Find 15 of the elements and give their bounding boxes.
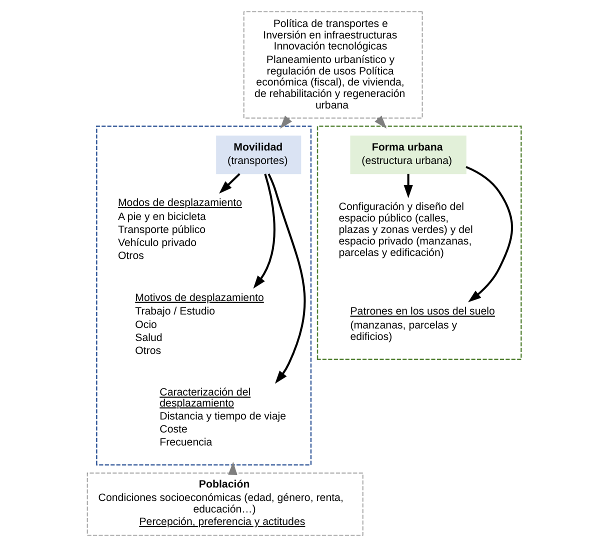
arrow <box>404 174 413 198</box>
arrow <box>268 174 306 384</box>
arrow <box>253 174 276 289</box>
node-text: Modos de desplazamiento A pie y en bicicleta Transporte público Vehículo privado Otros <box>118 196 242 262</box>
arrow <box>466 166 514 302</box>
node-box: Política de transportes e Inversión en infraestructuras Innovación tecnológicas Planeamiento urbanístico y regulación de usos Política económica (fiscal), de vivienda, de rehabilitación y regeneración urbana <box>244 11 423 118</box>
node-box: Forma urbana (estructura urbana) <box>350 136 466 174</box>
node-text: Configuración y diseño del espacio público (calles, plazas y zonas verdes) y del espacio privado (manzanas, parcelas y edificación) <box>338 201 473 259</box>
node-box: Movilidad (transportes) <box>216 136 302 174</box>
node-text: Motivos de desplazamiento Trabajo / Estudio Ocio Salud Otros <box>135 292 264 357</box>
node-text: Patrones en los usos del suelo (manzanas, parcelas y edificios) <box>350 306 495 344</box>
arrow <box>219 173 240 194</box>
cluster <box>316 126 522 360</box>
node-text: Caracterización del desplazamiento Distancia y tiempo de viaje Coste Frecuencia <box>160 386 286 449</box>
cluster <box>96 126 312 466</box>
